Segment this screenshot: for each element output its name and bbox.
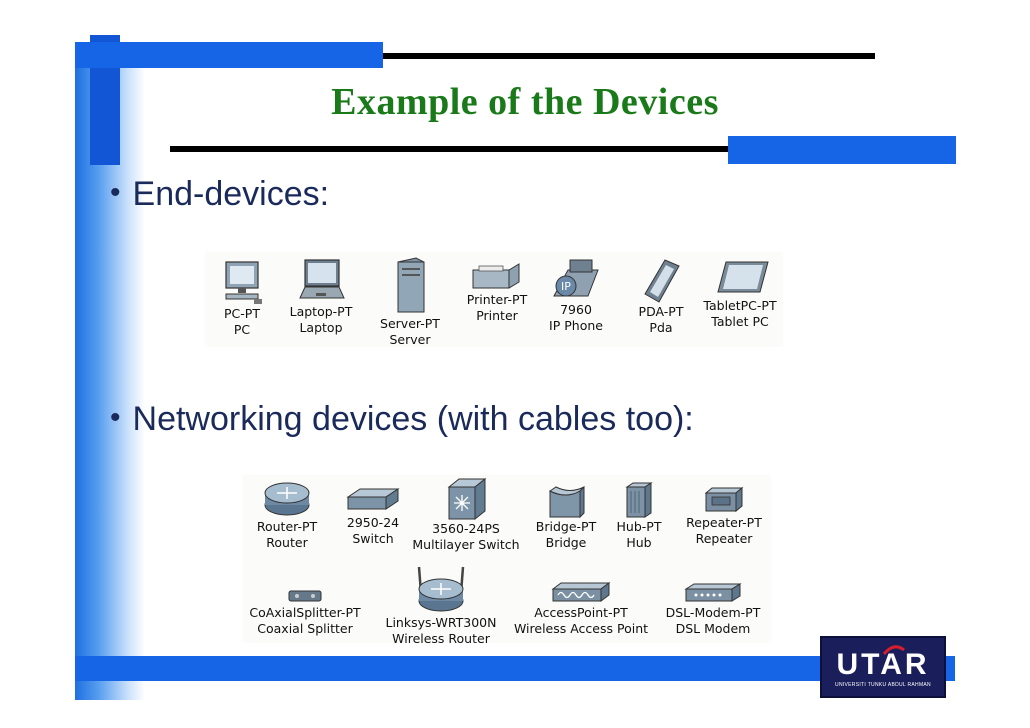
logo-wordmark: UTAR <box>836 648 930 681</box>
device-type: Tablet PC <box>711 314 769 329</box>
device-coaxial-splitter: CoAxialSplitter-PT Coaxial Splitter <box>243 587 367 637</box>
device-model: Bridge-PT <box>535 519 597 534</box>
device-type: PC <box>233 322 251 337</box>
dsl-modem-icon <box>684 583 742 602</box>
device-type: IP Phone <box>549 318 603 333</box>
tablet-icon <box>717 261 769 293</box>
wireless-router-icon <box>417 566 465 612</box>
device-access-point: AccessPoint-PT Wireless Access Point <box>507 579 655 637</box>
device-hub: Hub-PT Hub <box>607 481 671 551</box>
utar-logo: UTAR UNIVERSITI TUNKU ABDUL RAHMAN <box>820 636 946 698</box>
bullet-end-devices: • End-devices: <box>110 175 329 214</box>
device-type: Server <box>389 332 431 347</box>
device-repeater: Repeater-PT Repeater <box>679 485 769 547</box>
pc-icon <box>225 261 262 304</box>
device-model: Linksys-WRT300N <box>385 615 497 630</box>
device-router: Router-PT Router <box>245 479 329 551</box>
device-laptop: Laptop-PT Laptop <box>281 258 361 336</box>
logo-subtitle: UNIVERSITI TUNKU ABDUL RAHMAN <box>835 682 931 688</box>
networking-devices-panel: Router-PT Router 2950-24 Switch 3560-24P… <box>243 475 771 646</box>
hub-icon <box>625 482 653 518</box>
device-model: 2950-24 <box>346 515 400 530</box>
device-multilayer-switch: 3560-24PS Multilayer Switch <box>409 477 523 553</box>
device-model: Repeater-PT <box>686 515 762 530</box>
switch-icon <box>346 488 400 510</box>
printer-icon <box>472 263 520 289</box>
device-server: Server-PT Server <box>371 256 449 348</box>
ip-badge: IP <box>561 280 571 293</box>
device-model: Router-PT <box>256 519 318 534</box>
device-ip-phone: IP 7960 IP Phone <box>539 256 613 334</box>
bottom-blue-bar <box>75 656 955 681</box>
device-model: TabletPC-PT <box>703 298 777 313</box>
access-point-icon <box>551 582 611 602</box>
device-tablet: TabletPC-PT Tablet PC <box>699 258 781 330</box>
logo-swoosh-icon <box>882 645 905 655</box>
device-type: Printer <box>476 308 518 323</box>
device-type: Router <box>266 535 308 550</box>
device-type: Wireless Router <box>392 631 490 646</box>
bullet-text: End-devices: <box>132 175 330 213</box>
device-model: Hub-PT <box>616 519 662 534</box>
multilayer-switch-icon <box>447 477 487 521</box>
bullet-dot: • <box>110 401 121 434</box>
device-model: DSL-Modem-PT <box>665 605 761 620</box>
device-model: 3560-24PS <box>432 521 500 536</box>
device-model: Server-PT <box>380 316 440 331</box>
device-type: Wireless Access Point <box>513 621 649 636</box>
device-type: Multilayer Switch <box>412 537 520 552</box>
left-gradient-decoration <box>75 60 145 700</box>
right-blue-bar <box>728 136 956 164</box>
end-devices-panel: PC-PT PC Laptop-PT Laptop Server-PT Serv… <box>205 252 783 347</box>
device-switch: 2950-24 Switch <box>335 485 411 547</box>
title-underline <box>170 146 730 152</box>
device-type: Hub <box>626 535 652 550</box>
ip-phone-icon: IP <box>553 259 599 297</box>
device-model: Laptop-PT <box>289 304 353 319</box>
repeater-icon <box>704 486 744 513</box>
device-wireless-router: Linksys-WRT300N Wireless Router <box>379 563 503 647</box>
bullet-dot: • <box>110 176 121 209</box>
server-icon <box>397 257 425 313</box>
top-blue-bar <box>75 42 383 68</box>
device-type: Bridge <box>545 535 587 550</box>
device-printer: Printer-PT Printer <box>457 260 537 324</box>
top-black-line <box>383 53 875 59</box>
bullet-networking-devices: • Networking devices (with cables too): <box>110 400 694 439</box>
device-bridge: Bridge-PT Bridge <box>527 483 605 551</box>
device-type: Coaxial Splitter <box>257 621 353 636</box>
device-type: DSL Modem <box>675 621 751 636</box>
bridge-icon <box>549 485 585 519</box>
slide-title: Example of the Devices <box>331 81 719 123</box>
device-model: PDA-PT <box>638 304 684 319</box>
device-type: Switch <box>352 531 394 546</box>
device-type: Pda <box>649 320 673 335</box>
device-pda: PDA-PT Pda <box>621 256 701 336</box>
device-model: CoAxialSplitter-PT <box>249 605 361 620</box>
device-model: PC-PT <box>224 306 260 321</box>
device-model: 7960 <box>560 302 592 317</box>
device-model: AccessPoint-PT <box>534 605 628 620</box>
device-type: Repeater <box>695 531 753 546</box>
router-icon <box>264 482 310 516</box>
device-pc: PC-PT PC <box>207 260 277 338</box>
pda-icon <box>644 259 680 303</box>
coaxial-splitter-icon <box>288 590 322 602</box>
device-type: Laptop <box>299 320 343 335</box>
laptop-icon <box>299 259 345 299</box>
device-dsl-modem: DSL-Modem-PT DSL Modem <box>659 581 767 637</box>
bullet-text: Networking devices (with cables too): <box>132 400 694 438</box>
device-model: Printer-PT <box>466 292 528 307</box>
